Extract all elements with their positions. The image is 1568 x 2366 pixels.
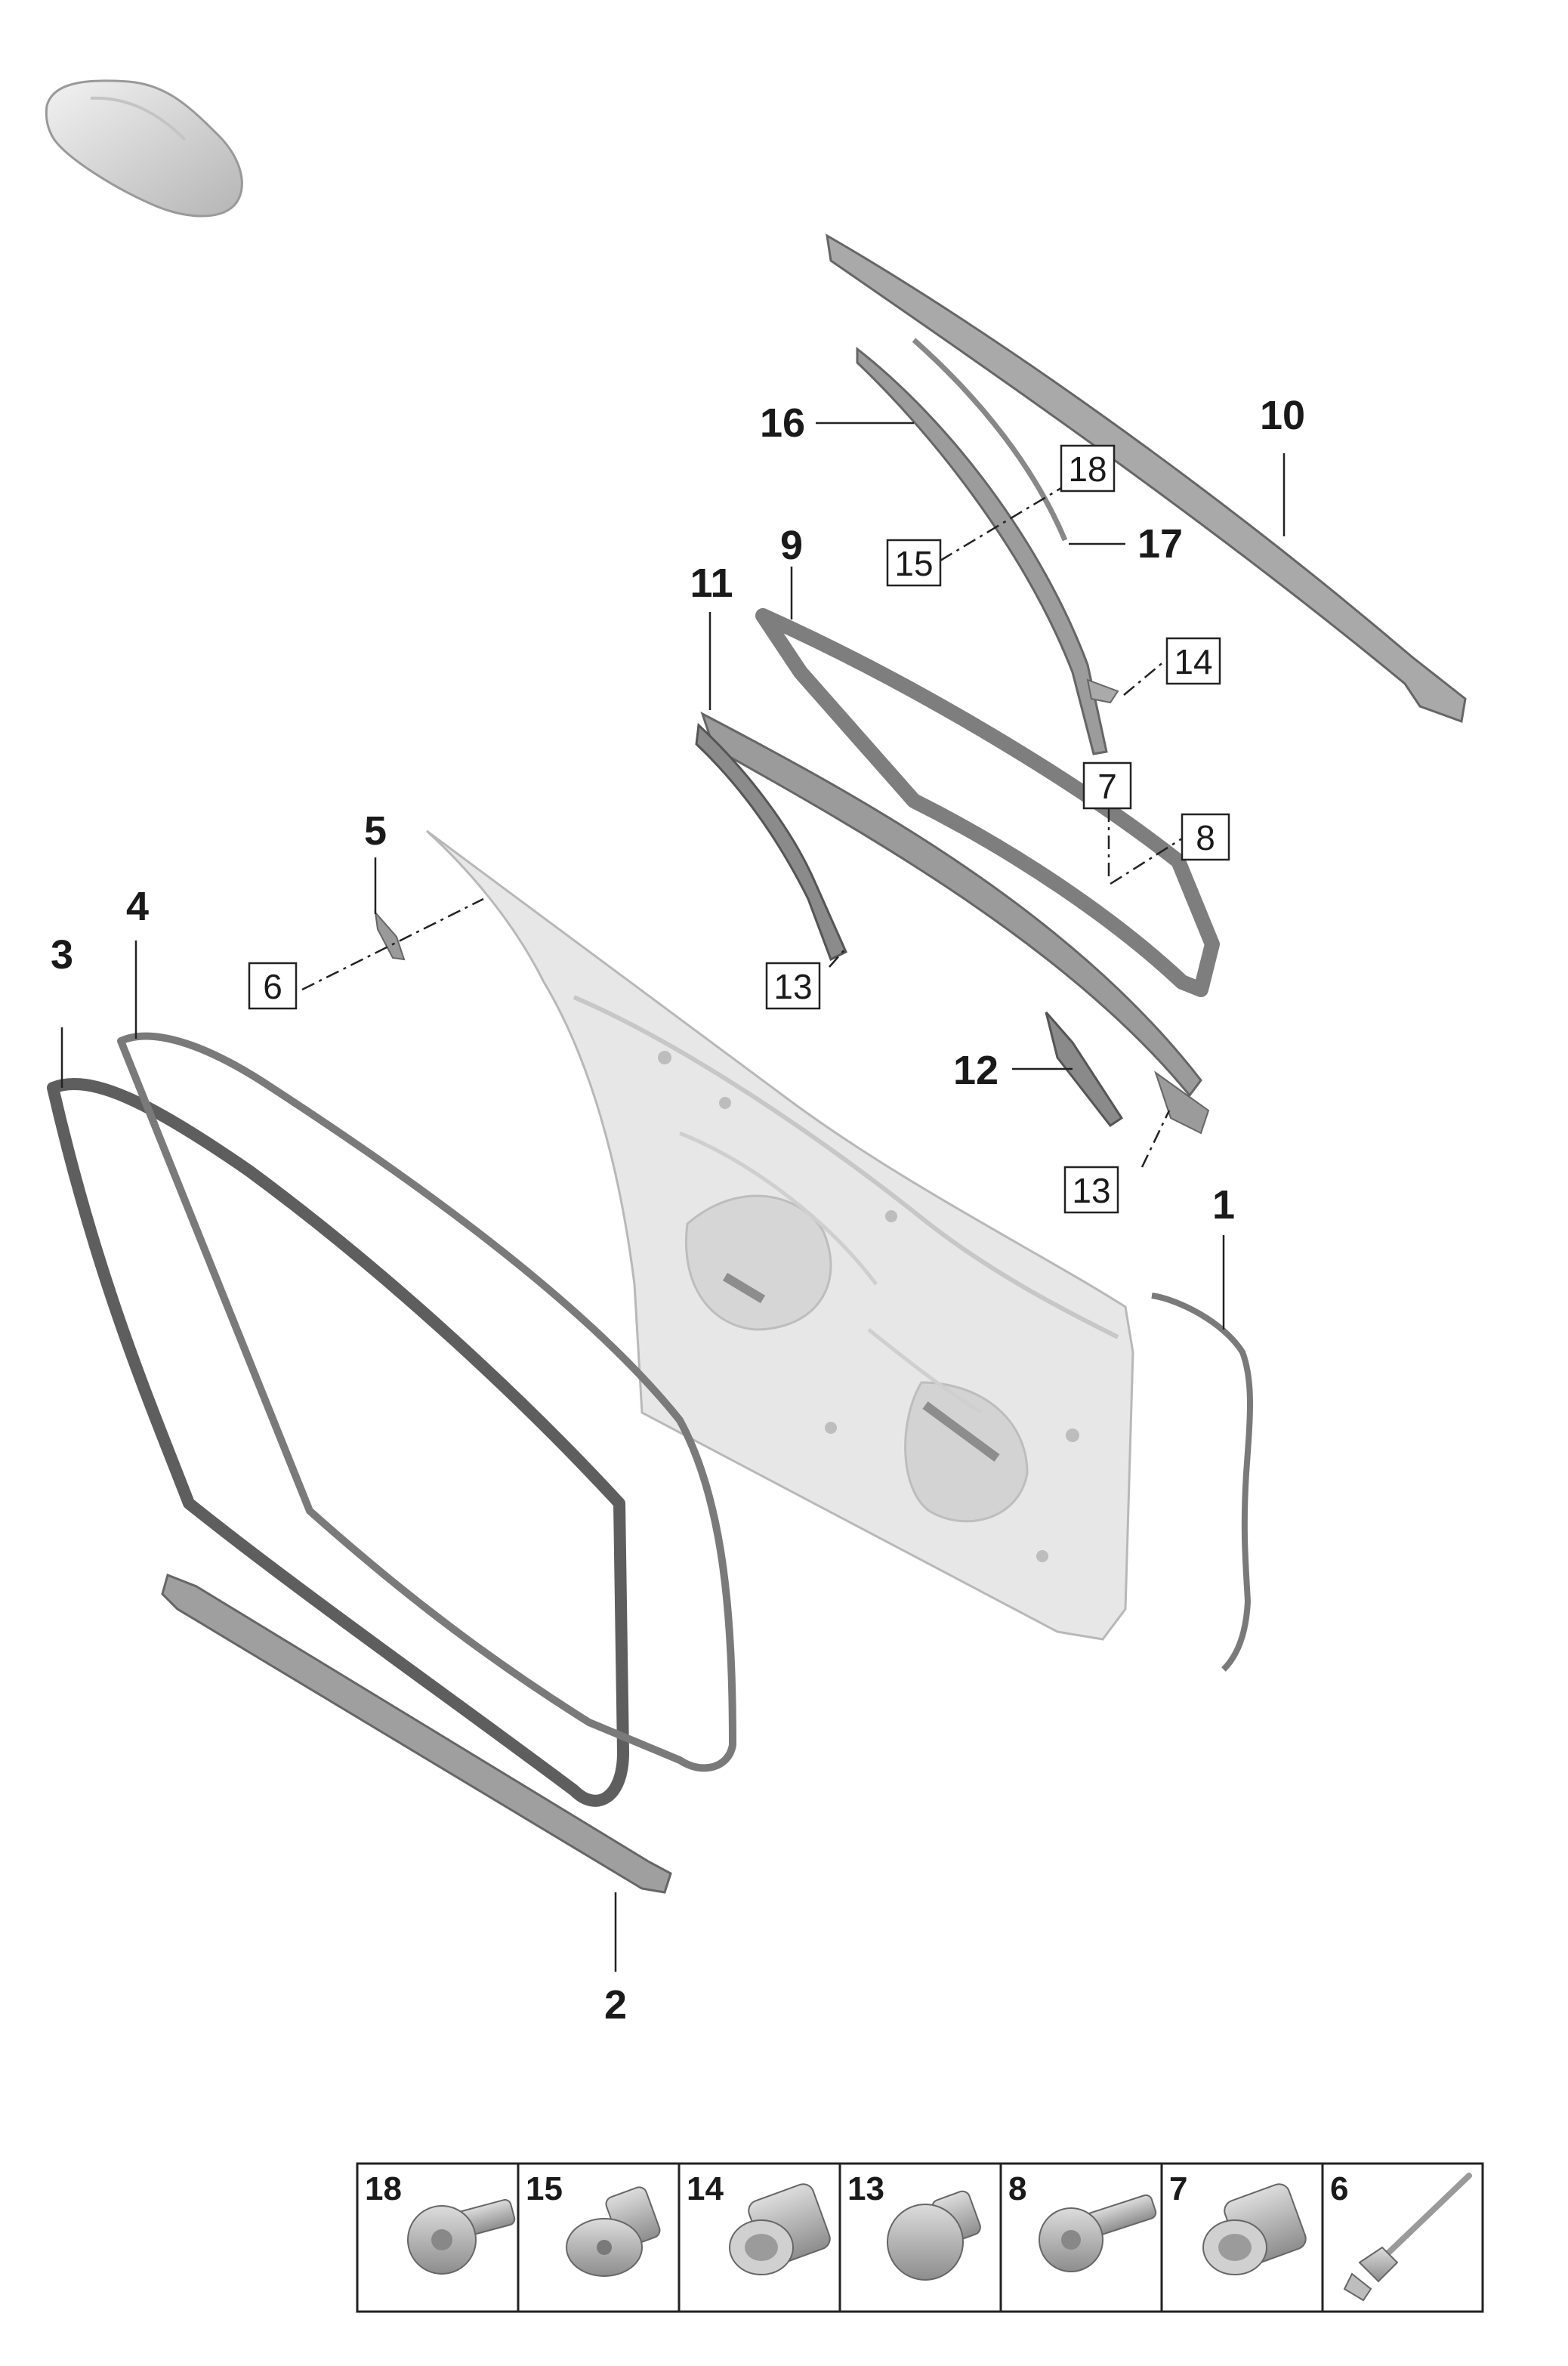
- boxed-ref-14: 14: [1174, 642, 1212, 681]
- part-11-frame-seal: [695, 711, 1210, 1135]
- callout-11: 11: [690, 561, 733, 606]
- callout-16: 16: [760, 400, 805, 446]
- callout-5: 5: [364, 808, 387, 854]
- part-3-door-seal: [47, 1077, 629, 1807]
- part-12-small-trim: [1045, 1012, 1124, 1128]
- legend-number: 15: [526, 2170, 563, 2207]
- legend-cell-13: 13: [847, 2170, 981, 2281]
- callout-9: 9: [780, 523, 803, 568]
- callout-2: 2: [604, 1982, 627, 2028]
- legend-cell-18: 18: [365, 2170, 516, 2275]
- callout-3: 3: [51, 932, 73, 978]
- legend-number: 8: [1008, 2170, 1026, 2207]
- fastener-legend: 18 15 14 13: [356, 2162, 1484, 2313]
- legend-number: 13: [847, 2170, 884, 2207]
- boxed-references: 6 7 8 13 13 14 15 18: [248, 444, 1230, 1214]
- boxed-ref-13b: 13: [1072, 1171, 1110, 1210]
- part-17-thin-strip: [912, 338, 1068, 542]
- boxed-ref-15: 15: [894, 544, 933, 583]
- leader-lines: [60, 422, 1286, 1972]
- callout-labels: 1 2 3 4 5 9 10 11 12 16 17: [51, 393, 1305, 2028]
- legend-cell-15: 15: [526, 2170, 661, 2277]
- legend-number: 7: [1169, 2170, 1187, 2207]
- clip-pin-icon: [1343, 2173, 1472, 2302]
- collar-stud-icon: [566, 2186, 661, 2277]
- part-16-frame-trim: [856, 346, 1119, 755]
- torx-bolt-icon: [407, 2199, 516, 2275]
- dome-nut-icon: [887, 2190, 981, 2281]
- legend-cell-14: 14: [687, 2170, 831, 2275]
- callout-10: 10: [1260, 393, 1305, 438]
- legend-cell-7: 7: [1169, 2170, 1307, 2275]
- boxed-ref-18: 18: [1068, 449, 1107, 489]
- part-10-roof-trim: [826, 233, 1467, 724]
- part-4-door-seal: [117, 1032, 736, 1772]
- part-2-sill-strip: [161, 1573, 672, 1894]
- door-panel: [425, 829, 1134, 1641]
- callout-1: 1: [1212, 1182, 1235, 1228]
- boxed-ref-6: 6: [263, 967, 282, 1006]
- part-1-wire-seal: [1151, 1293, 1253, 1672]
- legend-cell-8: 8: [1008, 2170, 1157, 2272]
- callout-12: 12: [953, 1048, 999, 1093]
- callout-17: 17: [1137, 521, 1183, 567]
- legend-number: 14: [687, 2170, 724, 2207]
- legend-number: 18: [365, 2170, 402, 2207]
- part-9-window-seal: [755, 608, 1220, 997]
- hex-bolt-icon: [1039, 2194, 1157, 2272]
- knurled-insert-icon: [729, 2183, 831, 2275]
- callout-4: 4: [126, 884, 149, 929]
- part-5-clip: [374, 910, 406, 961]
- boxed-ref-7: 7: [1097, 767, 1117, 806]
- boxed-ref-8: 8: [1196, 818, 1215, 857]
- car-thumbnail-icon: [45, 79, 243, 218]
- legend-number: 6: [1330, 2170, 1348, 2207]
- boxed-ref-13a: 13: [773, 967, 812, 1006]
- knurled-insert-icon: [1202, 2183, 1307, 2275]
- legend-cell-6: 6: [1330, 2170, 1472, 2302]
